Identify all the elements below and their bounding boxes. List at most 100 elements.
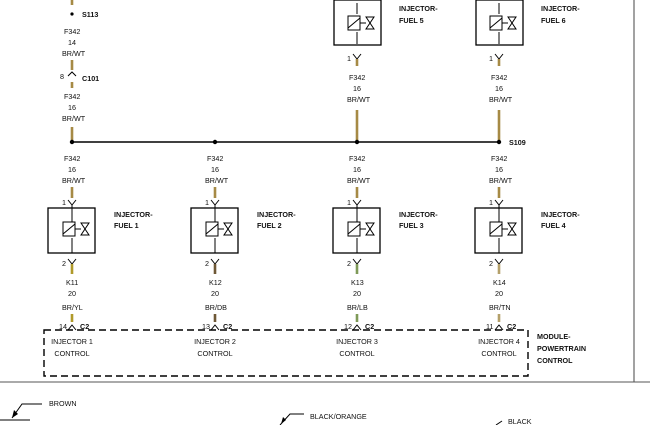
wire-gauge-label: 16	[68, 103, 76, 112]
wire-circuit-label: F342	[349, 154, 365, 163]
injector-coil-icon	[347, 205, 375, 253]
pcm-connector-label: C2	[507, 322, 516, 331]
injector-3-pin2: 2	[347, 259, 351, 268]
wire-circuit-label: F342	[207, 154, 223, 163]
wire-color-label: BR/LB	[347, 303, 368, 312]
splice-dot	[496, 139, 502, 145]
pcm-function-label: CONTROL	[339, 349, 374, 358]
legend-item-brown: BROWN	[0, 399, 77, 421]
splice-label-s113: S113	[82, 10, 98, 19]
wire-gauge-label: 20	[68, 289, 76, 298]
wire-circuit-label: K11	[66, 278, 78, 287]
wire-circuit-label: F342	[491, 154, 507, 163]
splice-dot	[354, 139, 360, 145]
splice-bus-s109: S109	[69, 138, 526, 147]
pcm-function-label: CONTROL	[481, 349, 516, 358]
injector-5-name-line1: INJECTOR-	[399, 4, 438, 13]
injector-2-pin1: 1	[205, 198, 209, 207]
wire-circuit-label: F342	[64, 27, 80, 36]
injector-2-name-line1: INJECTOR-	[257, 210, 296, 219]
wire-color-label: BR/DB	[205, 303, 227, 312]
splice-label-s109: S109	[509, 138, 526, 147]
injector-1-name-line2: FUEL 1	[114, 221, 139, 230]
pcm-module-name-line3: CONTROL	[537, 356, 573, 365]
injector-3-name-line1: INJECTOR-	[399, 210, 438, 219]
injector-6-name-line1: INJECTOR-	[541, 4, 580, 13]
wire-circuit-label: K13	[351, 278, 364, 287]
injector-coil-icon	[62, 205, 90, 253]
injector-4-pin2: 2	[489, 259, 493, 268]
wire-color-label: BR/WT	[347, 176, 371, 185]
wire-gauge-label: 16	[495, 84, 503, 93]
injector-1-name-line1: INJECTOR-	[114, 210, 153, 219]
legend-item-black: BLACK	[495, 417, 532, 425]
pcm-function-label: CONTROL	[197, 349, 232, 358]
pcm-pin: 14	[59, 322, 67, 331]
pcm-module-name-line2: POWERTRAIN	[537, 344, 586, 353]
wire-circuit-label: F342	[64, 154, 80, 163]
legend-label-black: BLACK	[508, 417, 532, 425]
connector-c101-label: C101	[82, 74, 99, 83]
wire-gauge-label: 20	[495, 289, 503, 298]
legend-item-black-orange: BLACK/ORANGE	[279, 412, 367, 425]
wire-color-label: BR/WT	[489, 176, 513, 185]
pcm-pin: 11	[486, 322, 493, 331]
wire-gauge-label: 16	[353, 84, 361, 93]
wire-color-label: BR/YL	[62, 303, 83, 312]
injector-2-pin2: 2	[205, 259, 209, 268]
wire-color-label: BR/WT	[62, 114, 86, 123]
injector-1-pin1: 1	[62, 198, 66, 207]
pcm-pin: 13	[202, 322, 210, 331]
wire-color-label: BR/WT	[62, 49, 86, 58]
injector-4-pin1: 1	[489, 198, 493, 207]
injector-coil-icon	[489, 205, 517, 253]
pcm-function-label: INJECTOR 3	[336, 337, 378, 346]
wire-gauge-label: 16	[495, 165, 503, 174]
connector-c101-pin: 8	[60, 72, 64, 81]
pcm-connector-label: C2	[365, 322, 374, 331]
splice-dot-s113	[70, 12, 74, 16]
wire-gauge-label: 16	[68, 165, 76, 174]
wire-circuit-label: F342	[349, 73, 365, 82]
wire-color-label: BR/WT	[347, 95, 371, 104]
connector-c101-symbol	[67, 71, 77, 77]
wire-circuit-label: F342	[491, 73, 507, 82]
wire-gauge-label: 14	[68, 38, 76, 47]
pcm-function-label: CONTROL	[54, 349, 89, 358]
pcm-function-label: INJECTOR 1	[51, 337, 93, 346]
pcm-pin: 12	[344, 322, 352, 331]
wire-circuit-label: F342	[64, 92, 80, 101]
injector-4-name-line1: INJECTOR-	[541, 210, 580, 219]
injector-3-name-line2: FUEL 3	[399, 221, 424, 230]
injector-coil-icon	[489, 3, 517, 44]
injector-coil-icon	[347, 3, 375, 44]
upper-injector-6: INJECTOR- FUEL 6 1 F342 16 BR/WT	[475, 0, 580, 142]
pcm-connector-label: C2	[80, 322, 89, 331]
injector-2-name-line2: FUEL 2	[257, 221, 282, 230]
injector-6-name-line2: FUEL 6	[541, 16, 566, 25]
injector-3-pin1: 1	[347, 198, 351, 207]
pcm-module: MODULE- POWERTRAIN CONTROL	[43, 329, 586, 377]
wire-color-label: BR/WT	[62, 176, 86, 185]
wire-gauge-label: 20	[211, 289, 219, 298]
wire-circuit-label: K14	[493, 278, 506, 287]
wire-gauge-label: 20	[353, 289, 361, 298]
splice-dot	[69, 139, 75, 145]
pcm-connector-label: C2	[223, 322, 232, 331]
injector-coil-icon	[205, 205, 233, 253]
wire-gauge-label: 16	[353, 165, 361, 174]
wire-gauge-label: 16	[211, 165, 219, 174]
injector-5-name-line2: FUEL 5	[399, 16, 424, 25]
legend-label-brown: BROWN	[49, 399, 77, 408]
wire-color-label: BR/WT	[205, 176, 229, 185]
pcm-module-dashed-outline	[43, 329, 529, 377]
wire-color-label: BR/WT	[489, 95, 513, 104]
pcm-module-name-line1: MODULE-	[537, 332, 571, 341]
pcm-function-label: INJECTOR 4	[478, 337, 520, 346]
